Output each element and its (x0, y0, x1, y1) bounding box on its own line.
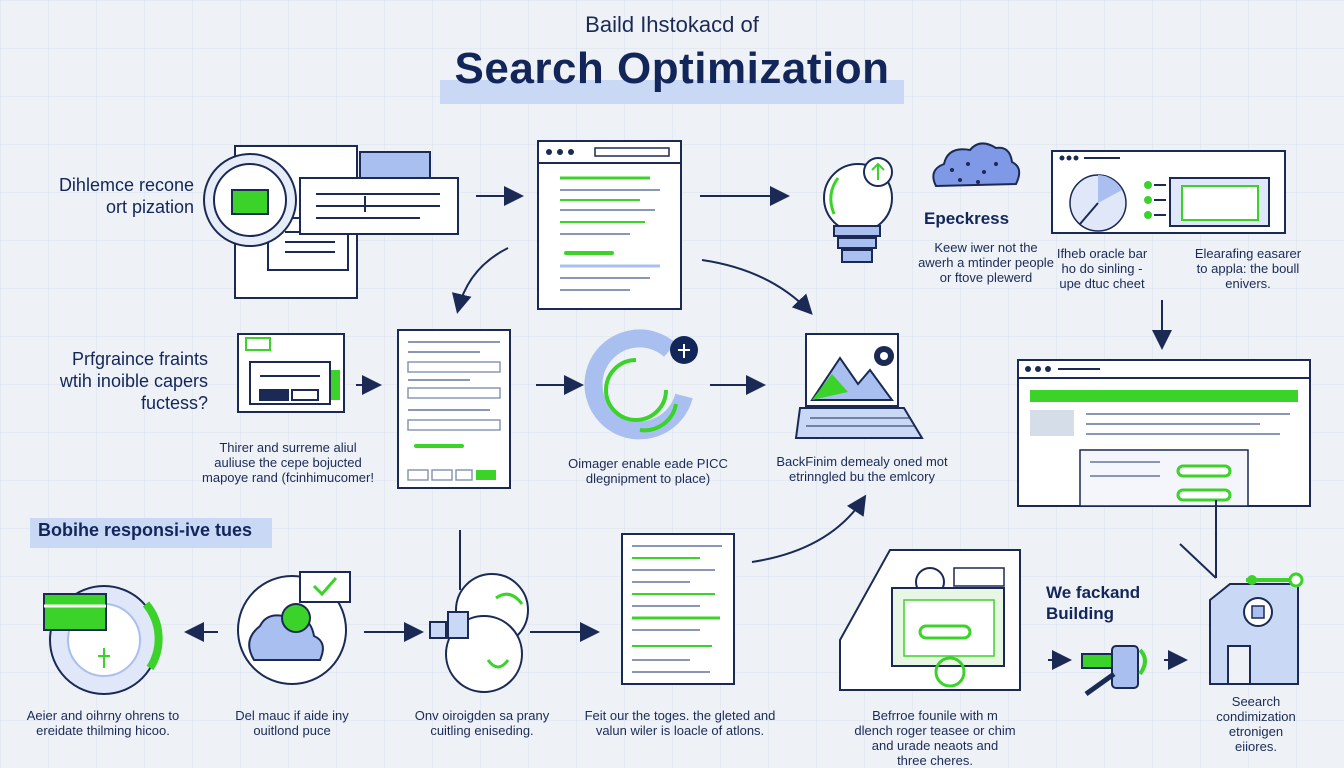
page-title: Search Optimization (454, 44, 890, 93)
webpage-icon (537, 140, 682, 310)
research-label: Dihlemce recone ort pization (58, 175, 194, 217)
step-description-1: Aeier and oihrny ohrens to ereidate thil… (26, 708, 180, 738)
final-description: Seearch condimization etronigen eiiores. (1216, 694, 1296, 754)
hammer-tool-icon (1081, 645, 1147, 697)
payment-card-icon (43, 585, 163, 695)
browser-window-icon (1017, 359, 1311, 507)
title-highlight (440, 80, 904, 104)
page-subtitle: Baild Ihstokacd of (585, 12, 759, 37)
laptop-image-icon (794, 333, 924, 439)
lightbulb-icon (823, 157, 893, 263)
building-title: We fackand Building (1046, 583, 1141, 623)
mobile-title-highlight (30, 518, 272, 548)
research-docs-icon (203, 145, 459, 299)
form-document-icon (397, 329, 511, 489)
analytics-left-description: Ifheb oracle bar ho do sinling - upe dtu… (1056, 246, 1148, 291)
document-list-icon (621, 533, 735, 685)
step-description-2: Del mauc if aide iny ouitlond puce (235, 708, 349, 738)
performance-label: Prfgraince fraints wtih inoible capers f… (59, 349, 208, 413)
epeckress-description: Keew iwer not the awerh a mtinder people… (918, 240, 1054, 285)
secure-building-icon (1209, 572, 1304, 685)
analytics-panel-icon (1051, 150, 1286, 234)
cloud-icon (932, 142, 1021, 188)
step-description-4: Feit our the toges. the gleted and valun… (584, 708, 776, 738)
folder-card-icon (237, 333, 345, 413)
performance-description: Thirer and surreme aliul auliuse the cep… (202, 440, 374, 485)
linked-circles-icon (429, 573, 529, 693)
mobile-section-title: Bobihe responsi-ive tues (38, 520, 253, 540)
epeckress-title: Epeckress (924, 209, 1010, 228)
cloud-check-icon (237, 571, 351, 685)
step-description-5: Befrroe founile with m dlench roger teas… (854, 708, 1016, 768)
image-description: BackFinim demealy oned mot etrinngled bu… (776, 454, 948, 484)
step-description-3: Onv oiroigden sa prany cuitling enisedin… (414, 708, 550, 738)
refresh-description: Oimager enable eade PICC dlegnipment to … (568, 456, 728, 486)
tablet-device-icon (839, 549, 1021, 691)
analytics-right-description: Elearafing easarer to appla: the boull e… (1194, 246, 1302, 291)
refresh-cycle-icon (584, 329, 698, 440)
